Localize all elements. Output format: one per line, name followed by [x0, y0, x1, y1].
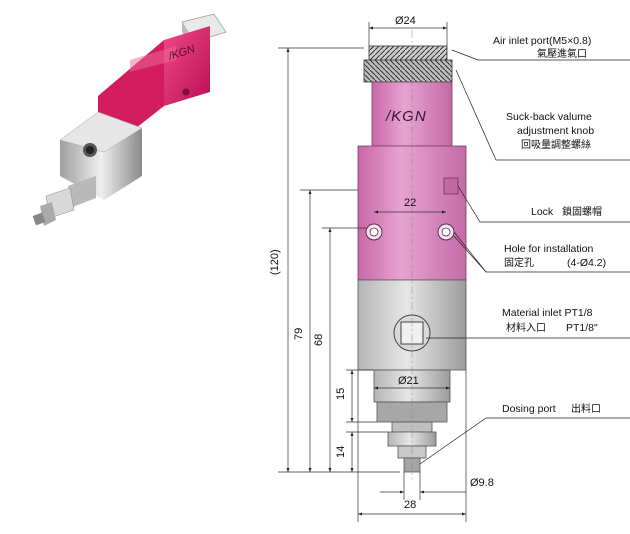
dim-lower-diameter: Ø21: [398, 375, 419, 387]
dim-knob-diameter: Ø24: [395, 15, 416, 27]
dimensions: Ø24 22 (120) 79 68 15 14 Ø21: [269, 15, 494, 522]
callout-hole-spec: (4-Ø4.2): [567, 257, 606, 269]
dim-overall-height: (120): [269, 249, 281, 275]
callout-hole-zh: 固定孔: [504, 256, 534, 269]
callout-lock-en: Lock: [531, 206, 554, 218]
callouts: Air inlet port(M5×0.8) 氣壓進氣口 Suck-back v…: [419, 35, 630, 465]
callout-hole-en: Hole for installation: [504, 243, 593, 255]
callout-lock-zh: 鎖固螺帽: [562, 205, 602, 218]
callout-suckback-zh: 回吸量調整螺絲: [521, 138, 591, 151]
dim-body-width: 28: [404, 499, 416, 511]
dim-height-79: 79: [293, 328, 305, 340]
lock-screw: [443, 177, 459, 195]
callout-dosing-en: Dosing port: [502, 403, 556, 415]
callout-air-inlet-en: Air inlet port(M5×0.8): [493, 35, 591, 47]
dim-height-15: 15: [335, 388, 347, 400]
dim-height-68: 68: [313, 334, 325, 346]
dim-hole-spacing: 22: [404, 197, 416, 209]
callout-air-inlet-zh: 氣壓進氣口: [537, 47, 587, 60]
callout-suckback-en1: Suck-back valume: [506, 111, 592, 123]
drawing-logo: /KGN: [385, 108, 427, 125]
dim-height-14: 14: [335, 446, 347, 458]
suck-back-knob: [363, 59, 453, 83]
callout-material-spec: PT1/8": [566, 322, 598, 334]
callout-dosing-zh: 出料口: [571, 402, 601, 415]
callout-suckback-en2: adjustment knob: [517, 125, 594, 137]
callout-material-zh: 材料入口: [506, 321, 546, 334]
dim-tip-diameter: Ø9.8: [470, 477, 494, 489]
callout-material-en: Material inlet PT1/8: [502, 307, 593, 319]
product-photo: /KGN: [32, 13, 227, 226]
valve-drawing: /KGN: [357, 30, 467, 480]
